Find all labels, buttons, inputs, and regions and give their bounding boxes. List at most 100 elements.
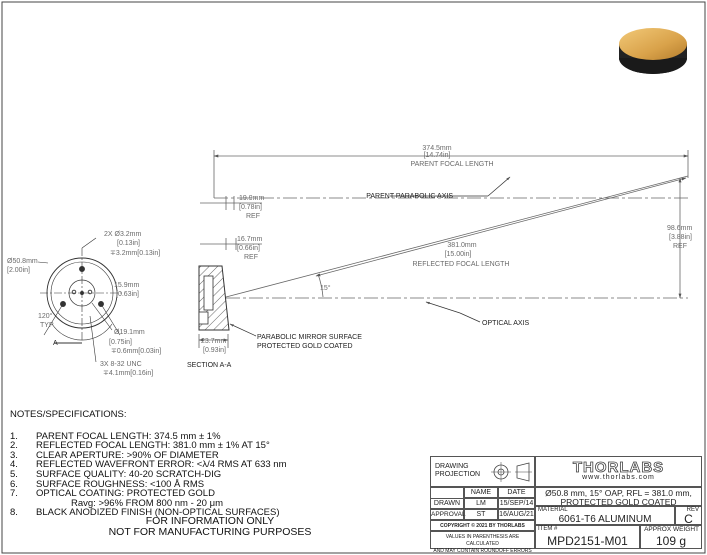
bore-in: [0.75in]: [109, 339, 132, 346]
thorlabs-logo: THORLABS: [572, 459, 665, 477]
notes-specifications: NOTES/SPECIFICATIONS: 1. PARENT FOCAL LEN…: [10, 410, 420, 518]
tap-spec: 3X 8-32 UNC: [100, 361, 142, 368]
front-view: [37, 237, 124, 363]
note-text: BLACK ANODIZED FINISH (NON-OPTICAL SURFA…: [36, 507, 280, 519]
notes-item: 4. REFLECTED WAVEFRONT ERROR: <λ/4 RMS AT…: [10, 460, 420, 470]
drawn-name: LM: [464, 498, 498, 509]
projection-label-1: DRAWING: [435, 463, 469, 470]
disclaimer-line-1: FOR INFORMATION ONLY: [145, 515, 275, 527]
note-text: CLEAR APERTURE: >90% OF DIAMETER: [36, 449, 219, 461]
weight-cell: APPROX WEIGHT 109 g: [640, 525, 702, 549]
dim-19-9-ref: REF: [246, 213, 260, 220]
dim-19-9-in: [0.78in]: [239, 204, 262, 211]
values-note-1: VALUES IN PARENTHESIS ARE CALCULATED: [445, 534, 520, 547]
note-text: SURFACE ROUGHNESS: <100 Å RMS: [36, 478, 205, 490]
note-num: 8.: [10, 507, 18, 519]
note-text: OPTICAL COATING: PROTECTED GOLD: [36, 488, 215, 500]
note-num: 4.: [10, 459, 18, 471]
description-2: PROTECTED GOLD COATED: [560, 496, 677, 507]
note-text: REFLECTED WAVEFRONT ERROR: <λ/4 RMS AT 6…: [36, 459, 287, 471]
section-marker: A: [53, 340, 58, 347]
holes-in: [0.13in]: [117, 240, 140, 247]
website: www.thorlabs.com: [582, 474, 655, 481]
side-view: [198, 150, 689, 348]
weight-label: APPROX WEIGHT: [644, 526, 699, 533]
dim-16-7-mm: 16.7mm: [237, 236, 262, 243]
values-note-2: AND MAY CONTAIN ROUNDOFF ERRORS: [433, 548, 532, 554]
note-text: PARENT FOCAL LENGTH: 374.5 mm ± 1%: [36, 430, 221, 442]
note-num: 3.: [10, 449, 18, 461]
approval-name: ST: [464, 509, 498, 520]
dim-reflected-mm: 381.0mm: [447, 242, 476, 249]
dim-reflected-label: REFLECTED FOCAL LENGTH: [413, 261, 510, 268]
parabolic-surface-label-1: PARABOLIC MIRROR SURFACE: [257, 334, 362, 341]
dim-16-7-in: [0.66in]: [237, 245, 260, 252]
notes-heading: NOTES/SPECIFICATIONS:: [10, 409, 127, 420]
description-1: Ø50.8 mm, 15° OAP, RFL = 381.0 mm,: [545, 488, 692, 498]
bore-depth: ∓0.6mm[0.03in]: [111, 348, 161, 355]
dim-19-9-mm: 19.9mm: [239, 195, 264, 202]
description-cell: Ø50.8 mm, 15° OAP, RFL = 381.0 mm, PROTE…: [535, 487, 702, 506]
weight-value: 109 g: [655, 534, 687, 548]
note-num: 2.: [10, 440, 18, 452]
material-value: 6061-T6 ALUMINUM: [558, 514, 652, 525]
dim-98-6-mm: 98.6mm: [667, 225, 692, 232]
leaders: [229, 176, 511, 337]
optical-axis-label: OPTICAL AXIS: [482, 320, 530, 327]
dim-15-9-mm: 15.9mm: [114, 282, 139, 289]
projection-label-2: PROJECTION: [435, 471, 481, 478]
projection-cell: DRAWING PROJECTION: [430, 456, 535, 487]
holes-depth: ∓3.2mm[0.13in]: [110, 250, 160, 257]
approval-date: 16/AUG/21: [498, 509, 535, 520]
item-value: MPD2151-M01: [547, 534, 628, 548]
logo-cell: THORLABS www.thorlabs.com: [535, 456, 702, 487]
disclaimer: FOR INFORMATION ONLY NOT FOR MANUFACTURI…: [60, 516, 360, 538]
note-num: 5.: [10, 468, 18, 480]
angle-120: 120°: [38, 312, 53, 320]
item-label: ITEM #: [538, 526, 558, 532]
material-label: MATERIAL: [538, 507, 568, 513]
note-num: 7.: [10, 488, 18, 500]
dim-parent-in: [14.74in]: [424, 152, 451, 159]
projection-symbol-icon: [491, 462, 532, 482]
dim-16-7-ref: REF: [244, 254, 258, 261]
disclaimer-line-2: NOT FOR MANUFACTURING PURPOSES: [108, 526, 312, 538]
dim-23-7-in: [0.93in]: [203, 347, 226, 354]
notes-item: 2. REFLECTED FOCAL LENGTH: 381.0 mm ± 1% …: [10, 441, 420, 451]
bore-mm: Ø19.1mm: [114, 329, 145, 336]
note-text: SURFACE QUALITY: 40-20 SCRATCH-DIG: [36, 468, 222, 480]
parent-axis-label: PARENT PARABOLIC AXIS: [366, 193, 453, 200]
note-num: 6.: [10, 478, 18, 490]
section-label: SECTION A-A: [187, 362, 232, 369]
rev-value: C: [684, 512, 693, 526]
note-num: 1.: [10, 430, 18, 442]
notes-item: 5. SURFACE QUALITY: 40-20 SCRATCH-DIG: [10, 470, 420, 480]
notes-item: 7. OPTICAL COATING: PROTECTED GOLD: [10, 489, 420, 499]
title-block: DRAWING PROJECTION NAME DATE DRAWN LM 15…: [430, 456, 702, 554]
drawn-date: 15/SEP/14: [498, 498, 535, 509]
diameter-in: [2.00in]: [7, 267, 30, 274]
dim-parent-mm: 374.5mm: [422, 145, 451, 152]
notes-list: 1. PARENT FOCAL LENGTH: 374.5 mm ± 1% 2. RE…: [10, 430, 420, 499]
notes-item: 6. SURFACE ROUGHNESS: <100 Å RMS: [10, 478, 420, 490]
item-cell: ITEM # MPD2151-M01: [535, 525, 640, 549]
rev-cell: REV C: [675, 506, 702, 526]
angle-typ: TYP: [40, 322, 54, 329]
material-cell: MATERIAL 6061-T6 ALUMINUM: [535, 506, 675, 525]
diameter-mm: Ø50.8mm: [7, 258, 38, 265]
dim-15-9-in: [0.63in]: [116, 291, 139, 298]
dim-reflected-in: [15.00in]: [445, 251, 472, 258]
note-text: REFLECTED FOCAL LENGTH: 381.0 mm ± 1% AT…: [36, 440, 270, 452]
dim-98-6-ref: REF: [673, 243, 687, 250]
dim-parent-label: PARENT FOCAL LENGTH: [410, 161, 493, 168]
copyright: COPYRIGHT © 2021 BY THORLABS: [430, 520, 535, 531]
tap-depth: ∓4.1mm[0.16in]: [103, 370, 153, 377]
notes-item: 3. CLEAR APERTURE: >90% OF DIAMETER: [10, 451, 420, 461]
values-note: VALUES IN PARENTHESIS ARE CALCULATED AND…: [430, 531, 535, 554]
rev-label: REV: [686, 507, 699, 513]
parabolic-surface-label-2: PROTECTED GOLD COATED: [257, 343, 353, 350]
dim-98-6-in: [3.88in]: [669, 234, 692, 241]
mirror-3d-render: [619, 28, 687, 74]
